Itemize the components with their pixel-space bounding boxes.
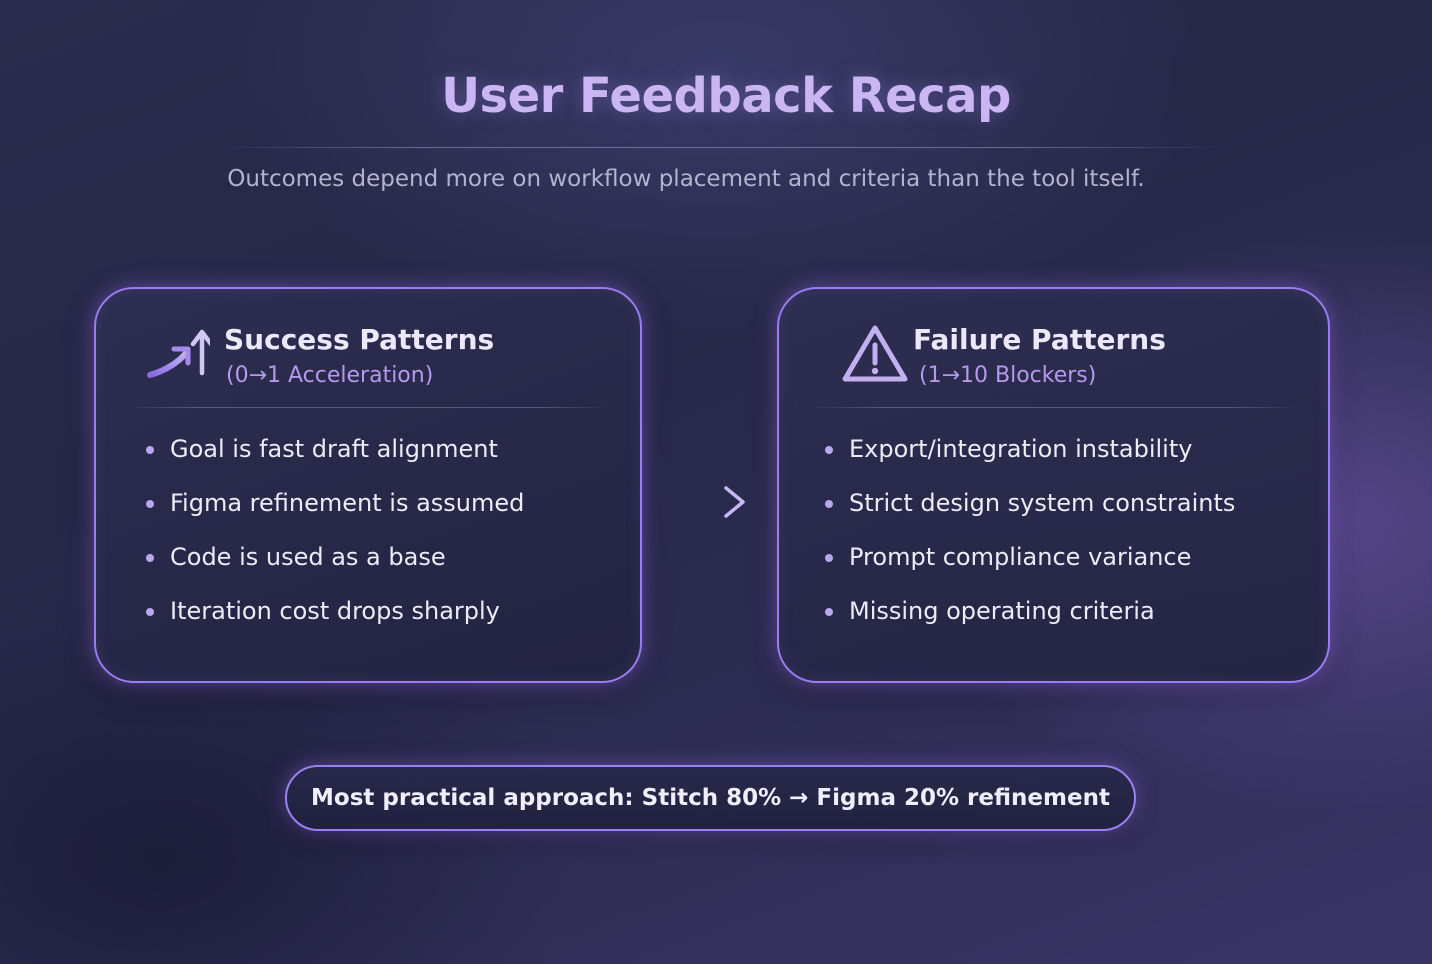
- list-item: Goal is fast draft alignment: [146, 435, 524, 489]
- failure-card-caption: (1→10 Blockers): [919, 363, 1097, 388]
- list-item-text: Strict design system constraints: [849, 489, 1236, 517]
- recommendation-text: Most practical approach: Stitch 80% → Fi…: [311, 785, 1110, 811]
- bullet-icon: [146, 500, 154, 508]
- failure-patterns-list: Export/integration instability Strict de…: [825, 435, 1235, 651]
- recommendation-callout: Most practical approach: Stitch 80% → Fi…: [285, 765, 1136, 831]
- list-item: Iteration cost drops sharply: [146, 597, 524, 651]
- list-item: Code is used as a base: [146, 543, 524, 597]
- arrow-right-icon: [664, 484, 748, 524]
- list-item: Missing operating criteria: [825, 597, 1235, 651]
- list-item-text: Figma refinement is assumed: [170, 489, 525, 517]
- list-item-text: Code is used as a base: [170, 543, 446, 571]
- list-item-text: Missing operating criteria: [849, 597, 1155, 625]
- failure-card-title: Failure Patterns: [913, 323, 1166, 356]
- list-item: Export/integration instability: [825, 435, 1235, 489]
- success-patterns-card: Success Patterns (0→1 Acceleration) Goal…: [94, 287, 642, 683]
- list-item-text: Goal is fast draft alignment: [170, 435, 498, 463]
- list-item: Strict design system constraints: [825, 489, 1235, 543]
- title-divider: [214, 147, 1224, 148]
- bullet-icon: [146, 608, 154, 616]
- bullet-icon: [146, 446, 154, 454]
- warning-triangle-icon: [841, 323, 909, 389]
- bullet-icon: [146, 554, 154, 562]
- bullet-icon: [825, 554, 833, 562]
- list-item-text: Export/integration instability: [849, 435, 1193, 463]
- success-patterns-list: Goal is fast draft alignment Figma refin…: [146, 435, 524, 651]
- success-card-divider: [124, 407, 612, 408]
- bullet-icon: [825, 608, 833, 616]
- bullet-icon: [825, 446, 833, 454]
- slide-subtitle: Outcomes depend more on workflow placeme…: [227, 166, 1145, 192]
- slide-title: User Feedback Recap: [441, 68, 1011, 124]
- list-item: Prompt compliance variance: [825, 543, 1235, 597]
- trending-up-arrow-icon: [144, 325, 214, 387]
- bullet-icon: [825, 500, 833, 508]
- failure-card-divider: [809, 407, 1302, 408]
- failure-patterns-card: Failure Patterns (1→10 Blockers) Export/…: [777, 287, 1330, 683]
- list-item-text: Prompt compliance variance: [849, 543, 1192, 571]
- success-card-title: Success Patterns: [224, 323, 495, 356]
- list-item: Figma refinement is assumed: [146, 489, 524, 543]
- list-item-text: Iteration cost drops sharply: [170, 597, 500, 625]
- success-card-caption: (0→1 Acceleration): [226, 363, 434, 388]
